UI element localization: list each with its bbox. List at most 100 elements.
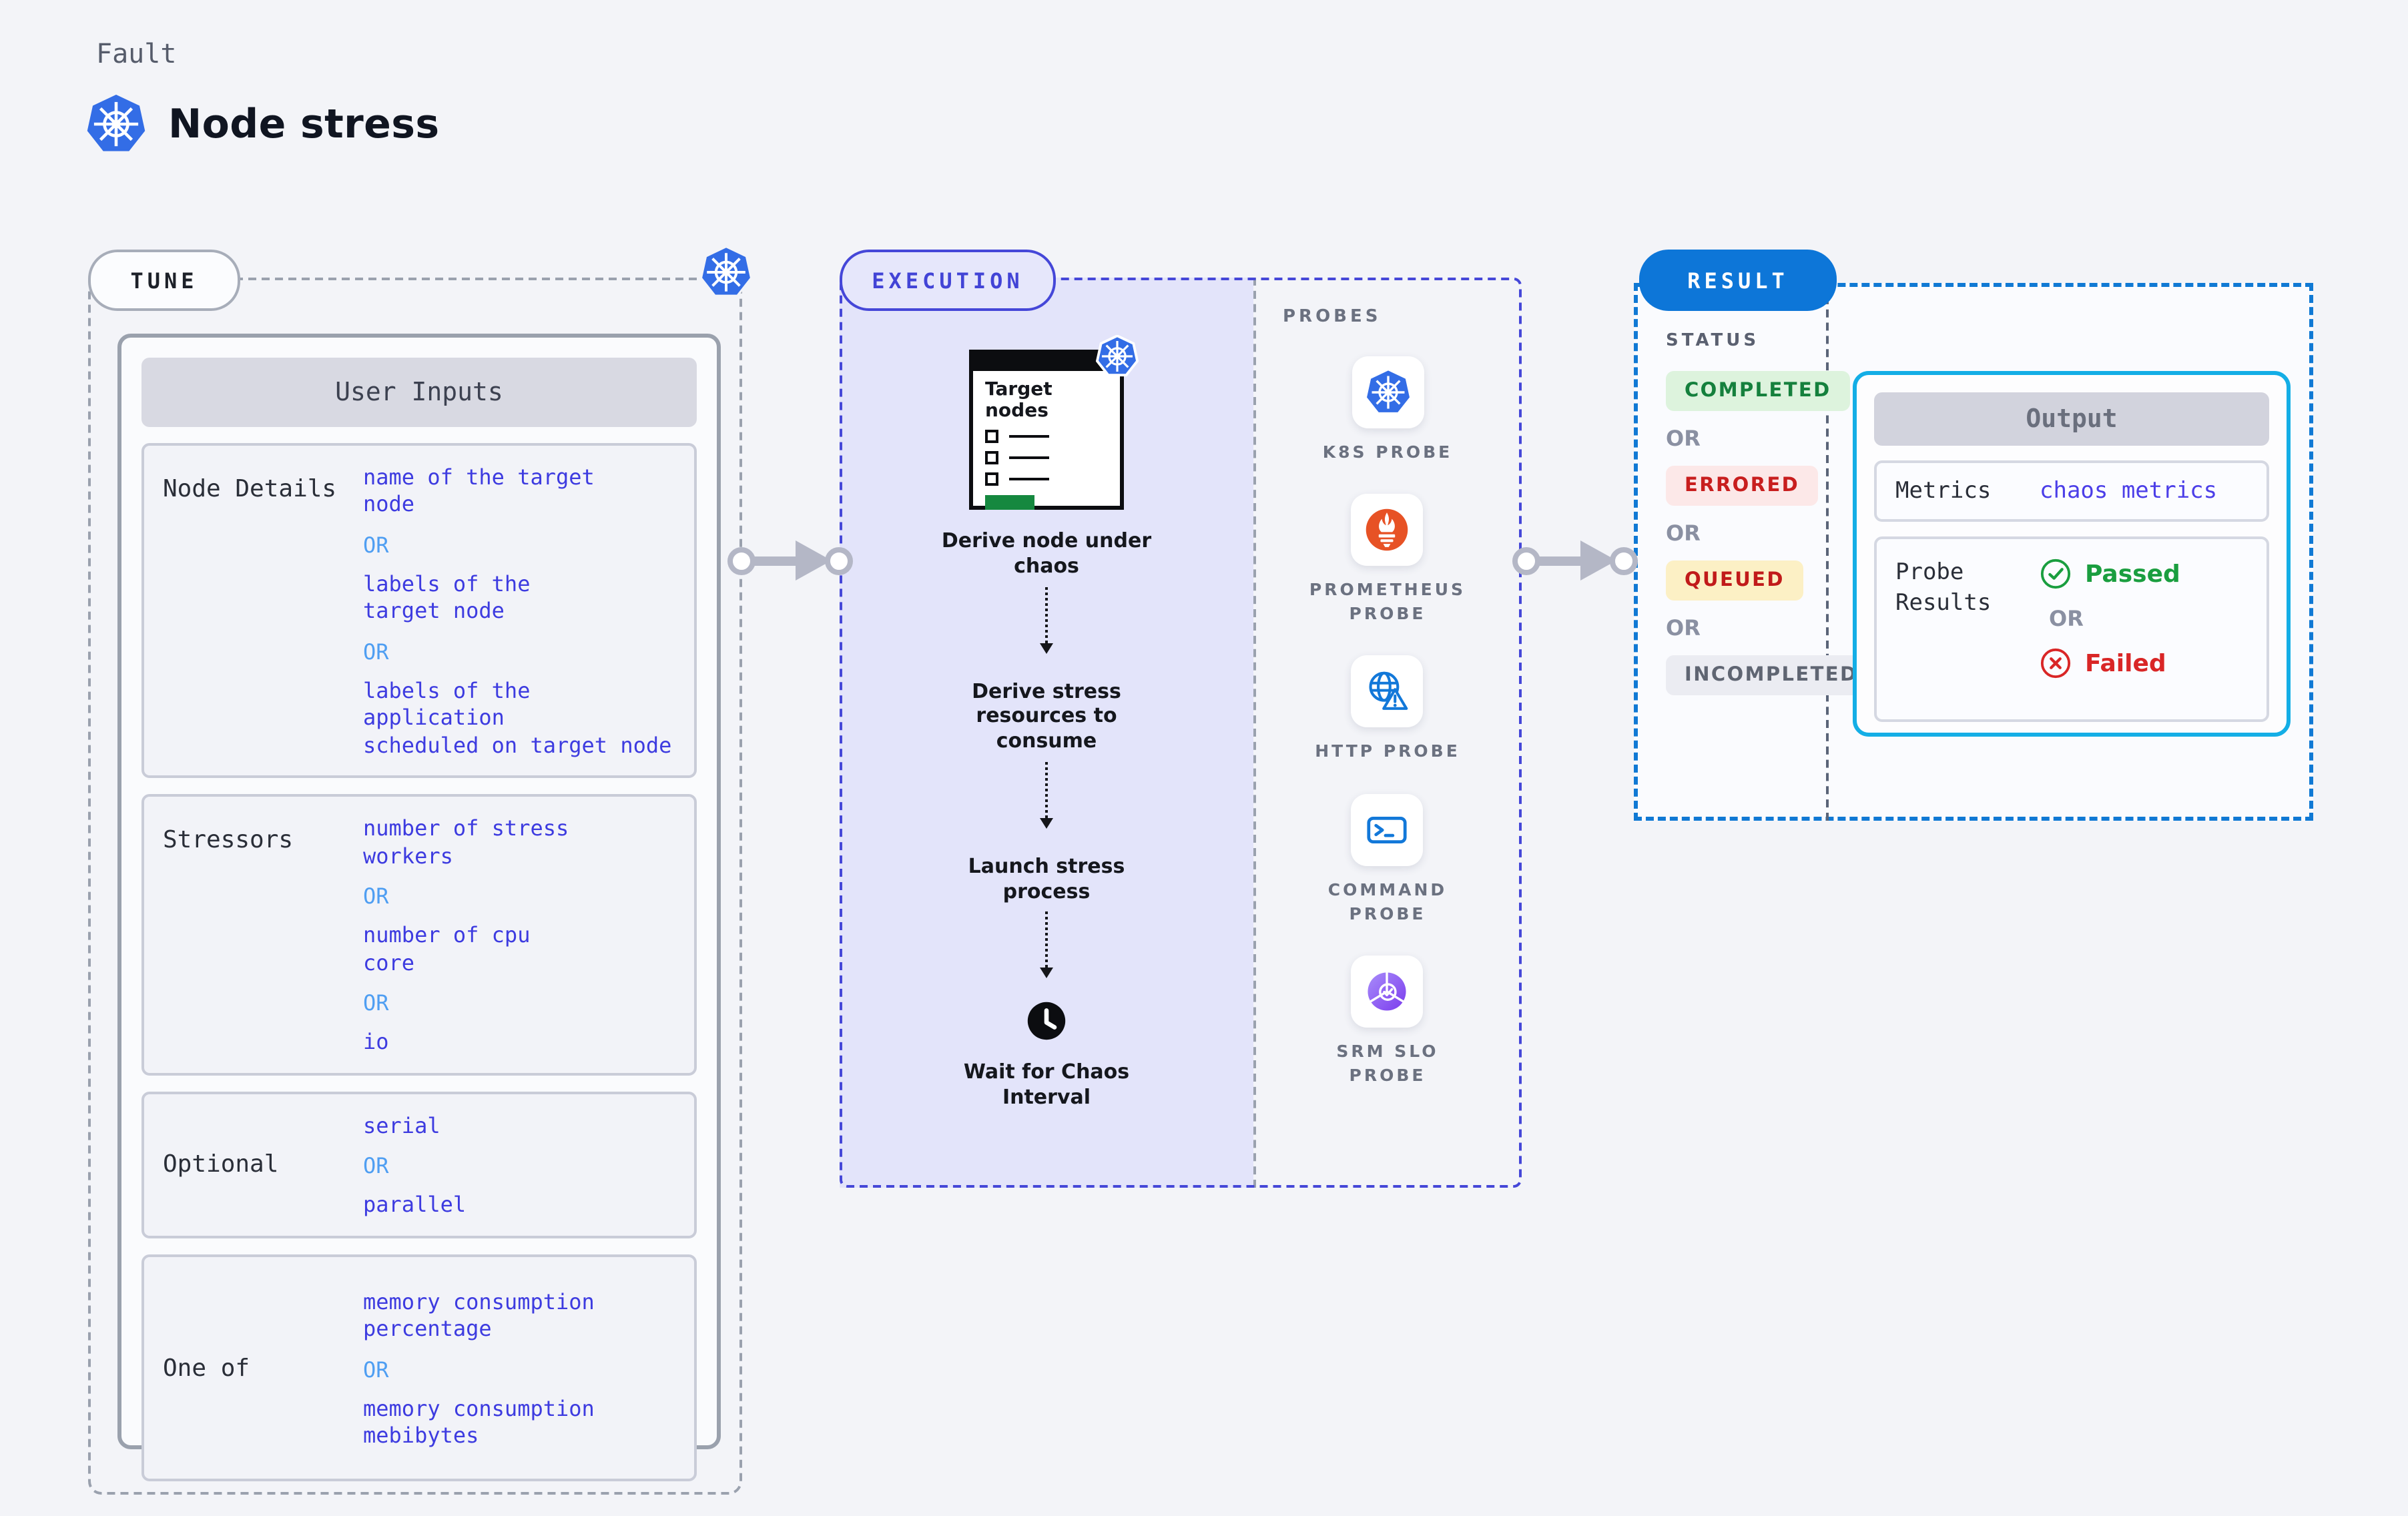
- user-inputs-header: User Inputs: [141, 358, 697, 427]
- checkbox-icon: [985, 430, 998, 444]
- or-separator: OR: [2049, 606, 2084, 631]
- kubernetes-icon: [1096, 335, 1139, 377]
- row-value: number of stress workers: [363, 815, 569, 869]
- flow-connector: [1040, 587, 1053, 660]
- checkbox-icon: [985, 451, 998, 465]
- x-circle-icon: [2040, 648, 2071, 679]
- metrics-value: chaos metrics: [2040, 478, 2218, 504]
- tune-pill: TUNE: [88, 250, 240, 311]
- status-output-divider: [1826, 283, 1829, 821]
- execution-section-box: [840, 278, 1522, 1188]
- kubernetes-icon: [699, 246, 753, 297]
- or-separator: OR: [1666, 426, 1701, 451]
- row-label: One of: [163, 1354, 250, 1382]
- output-header: Output: [1874, 392, 2269, 446]
- target-nodes-title: Target nodes: [985, 379, 1052, 422]
- row-value: serial: [363, 1112, 440, 1138]
- arrow-end-dot: [825, 546, 853, 575]
- arrow-tune-to-execution: [727, 540, 853, 581]
- checkbox-icon: [985, 472, 998, 486]
- probe-item-http: HTTP PROBE: [1315, 655, 1460, 764]
- probe-results-label: Probe Results: [1895, 559, 1992, 617]
- flow-connector: [1040, 761, 1053, 835]
- table-row-one-of: One of memory consumption percentage OR …: [141, 1254, 697, 1482]
- or-separator: OR: [363, 1153, 389, 1179]
- metrics-row: Metrics chaos metrics: [1874, 460, 2269, 522]
- flow-connector: [1040, 911, 1053, 986]
- node-list-item: [985, 472, 1108, 486]
- arrow-execution-to-result: [1512, 540, 1638, 581]
- row-label: Node Details: [163, 475, 337, 503]
- node-line: [1009, 435, 1049, 438]
- probe-label: SRM SLO PROBE: [1336, 1040, 1439, 1085]
- probe-item-prometheus: PROMETHEUS PROBE: [1309, 494, 1466, 627]
- status-badge-queued: QUEUED: [1666, 560, 1803, 601]
- passed-line: Passed: [2040, 558, 2180, 590]
- probe-label: HTTP PROBE: [1315, 741, 1460, 761]
- probe-card: [1351, 356, 1424, 428]
- status-heading: STATUS: [1666, 331, 1760, 351]
- or-separator: OR: [363, 532, 389, 558]
- step-derive-stress: Derive stress resources to consume: [972, 679, 1121, 753]
- clock-icon: [1027, 1002, 1066, 1040]
- kubernetes-icon: [1366, 370, 1409, 412]
- table-row-node-details: Node Details name of the target node OR …: [141, 443, 697, 779]
- probe-item-command: COMMAND PROBE: [1328, 793, 1447, 926]
- row-label: Optional: [163, 1150, 279, 1179]
- row-value: name of the target node: [363, 464, 595, 517]
- user-inputs-table: User Inputs Node Details name of the tar…: [117, 334, 721, 1482]
- target-nodes-card: Target nodes: [969, 335, 1139, 510]
- command-terminal-icon: [1368, 815, 1408, 843]
- or-separator: OR: [1666, 615, 1701, 641]
- row-value: memory consumption percentage: [363, 1288, 595, 1342]
- table-row-stressors: Stressors number of stress workers OR nu…: [141, 794, 697, 1076]
- step-derive-node: Derive node under chaos: [941, 528, 1152, 578]
- execution-probes-divider: [1253, 278, 1256, 1188]
- step-wait-chaos-interval: Wait for Chaos Interval: [963, 1060, 1130, 1110]
- probe-label: K8S PROBE: [1322, 442, 1453, 462]
- http-globe-icon: [1370, 672, 1409, 711]
- card-title-bar: [973, 354, 1120, 371]
- node-line: [1009, 456, 1049, 460]
- probes-heading: PROBES: [1283, 307, 1382, 327]
- status-panel: STATUS COMPLETED OR ERRORED OR QUEUED OR…: [1666, 331, 1877, 695]
- table-row-optional: Optional serial OR parallel: [141, 1091, 697, 1238]
- probe-results-row: Probe Results Passed OR Failed: [1874, 536, 2269, 722]
- output-card: Output Metrics chaos metrics Probe Resul…: [1853, 371, 2291, 737]
- probe-card: [1351, 955, 1424, 1028]
- node-line: [1009, 478, 1049, 481]
- kubernetes-icon: [87, 94, 145, 151]
- or-separator: OR: [363, 990, 389, 1016]
- status-badge-completed: COMPLETED: [1666, 371, 1850, 411]
- row-value: parallel: [363, 1192, 467, 1218]
- probe-card: [1351, 655, 1424, 728]
- probe-item-k8s: K8S PROBE: [1323, 356, 1452, 464]
- progress-bar: [985, 495, 1034, 510]
- passed-label: Passed: [2085, 560, 2180, 588]
- row-value: labels of the target node: [363, 571, 531, 624]
- probe-label: COMMAND PROBE: [1327, 879, 1448, 923]
- row-label: Stressors: [163, 826, 294, 855]
- or-separator: OR: [363, 1357, 389, 1382]
- fault-kicker: Fault: [96, 37, 177, 69]
- or-separator: OR: [1666, 520, 1701, 546]
- probe-item-srm-slo: SRM SLO PROBE: [1336, 955, 1439, 1088]
- probe-label: PROMETHEUS PROBE: [1309, 579, 1466, 624]
- result-pill: RESULT: [1639, 250, 1837, 311]
- row-value: memory consumption mebibytes: [363, 1395, 595, 1448]
- probes-panel: PROBES K8S PROBE: [1253, 278, 1522, 1188]
- arrow-line: [1538, 556, 1583, 565]
- or-separator: OR: [363, 883, 389, 909]
- row-value: number of cpu core: [363, 922, 531, 976]
- row-value: io: [363, 1029, 389, 1055]
- execution-flow-panel: Target nodes Derive node under chaos Der…: [840, 278, 1253, 1188]
- arrow-start-dot: [727, 546, 756, 575]
- arrow-end-dot: [1610, 546, 1638, 575]
- srm-slo-icon: [1368, 972, 1407, 1011]
- probe-card: [1351, 793, 1424, 865]
- tune-section-box: [88, 278, 742, 1495]
- check-circle-icon: [2040, 558, 2071, 589]
- status-badge-errored: ERRORED: [1666, 466, 1819, 506]
- node-list-item: [985, 430, 1108, 444]
